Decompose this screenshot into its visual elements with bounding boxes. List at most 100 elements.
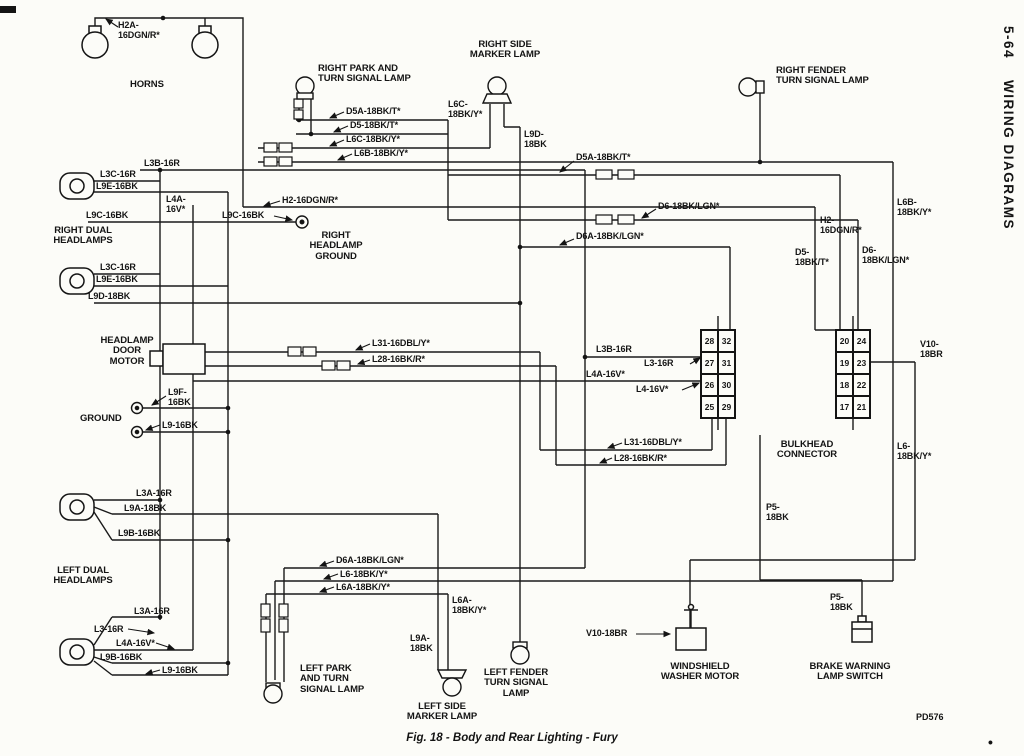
headlamp-door-motor-icon — [149, 343, 206, 375]
wire-label-l3b-grid: L3B-16R — [596, 344, 632, 354]
headlamp-icons — [59, 172, 95, 666]
wire-label-l4a-grid: L4A-16V* — [586, 369, 625, 379]
wire-label-l3a-lower: L3A-16R — [134, 606, 170, 616]
wire-label-v10-low: V10-18BR — [586, 628, 628, 638]
wire-label-l3c-lower: L3C-16R — [100, 262, 136, 272]
bulkhead-pin: 21 — [853, 396, 870, 418]
wire-label-l6a-low: L6A-18BK/Y* — [336, 582, 390, 592]
wire-label-d5a-right: D5A-18BK/T* — [576, 152, 631, 162]
right-park-turn-lamp-icon — [295, 76, 315, 100]
wire-label-l28-mid: L28-16BK/R* — [372, 354, 425, 364]
wire-label-l28-low: L28-16BK/R* — [614, 453, 667, 463]
wire-label-l6b-stack: L6B-18BK/Y* — [354, 148, 408, 158]
wire-label-l9d-marker: L9D- 18BK — [524, 129, 547, 149]
wire-label-l6-low: L6-18BK/Y* — [340, 569, 388, 579]
wire-label-l3-low: L3-16R — [94, 624, 124, 634]
figure-caption: Fig. 18 - Body and Rear Lighting - Fury — [406, 732, 618, 744]
wire-label-l9c-mid: L9C-16BK — [222, 210, 265, 220]
label-horns: HORNS — [130, 79, 164, 90]
wire-label-d6-right: D6-18BK/LGN* — [658, 201, 720, 211]
wire-label-h2-mid: H2-16DGN/R* — [282, 195, 338, 205]
wire-label-l9-mid: L9-16BK — [162, 420, 198, 430]
wire-label-l3c-upper: L3C-16R — [100, 169, 136, 179]
wire-label-l9e-lower: L9E-16BK — [96, 274, 138, 284]
wire-label-l9b-lower: L9B-16BK — [100, 652, 143, 662]
wire-label-d5a-stack: D5A-18BK/T* — [346, 106, 401, 116]
part-code: PD576 — [916, 712, 944, 722]
wire-label-l9c-left: L9C-16BK — [86, 210, 129, 220]
left-fender-turn-lamp-icon — [510, 641, 530, 665]
label-left-dual-headlamps: LEFT DUAL HEADLAMPS — [53, 565, 113, 587]
wire-label-h2a: H2A- 16DGN/R* — [118, 20, 160, 40]
wire-label-d5-stack: D5-18BK/T* — [350, 120, 399, 130]
wire-label-d6a-low: D6A-18BK/LGN* — [336, 555, 404, 565]
label-right-park-turn-lamp: RIGHT PARK AND TURN SIGNAL LAMP — [318, 63, 411, 85]
left-park-turn-lamp-icon — [263, 682, 283, 704]
label-left-park-turn-lamp: LEFT PARK AND TURN SIGNAL LAMP — [300, 663, 365, 695]
right-side-marker-lamp-icon — [481, 76, 513, 104]
wire-label-p5-low: P5- 18BK — [830, 592, 853, 612]
bulkhead-pin: 23 — [853, 352, 870, 374]
brake-warning-switch-icon — [851, 615, 873, 643]
wire-label-l9a-upper: L9A-18BK — [124, 503, 167, 513]
wire-label-l31-low: L31-16DBL/Y* — [624, 437, 682, 447]
wire-label-l9d-lower: L9D-18BK — [88, 291, 131, 301]
bulkhead-pin: 19 — [836, 352, 853, 374]
wire-label-l9e-upper: L9E-16BK — [96, 181, 138, 191]
right-headlamp-ground-icon — [295, 215, 309, 229]
junction-dots — [157, 15, 763, 666]
wire-label-l31-mid: L31-16DBL/Y* — [372, 338, 430, 348]
label-windshield-washer-motor: WINDSHIELD WASHER MOTOR — [660, 661, 740, 683]
wire-label-v10-right: V10- 18BR — [920, 339, 943, 359]
label-brake-warning-switch: BRAKE WARNING LAMP SWITCH — [809, 661, 891, 683]
bulkhead-pin: 27 — [701, 352, 718, 374]
label-right-headlamp-ground: RIGHT HEADLAMP GROUND — [309, 230, 363, 262]
bulkhead-pin: 17 — [836, 396, 853, 418]
right-fender-turn-lamp-icon — [738, 77, 765, 97]
bulkhead-grid-right: 20 24 19 23 18 22 17 21 — [835, 329, 871, 419]
page-bullet: • — [988, 734, 993, 750]
wire-label-p5-mid: P5- 18BK — [766, 502, 789, 522]
bulkhead-pin: 32 — [718, 330, 735, 352]
page-registration-mark — [0, 6, 16, 13]
wire-label-l3a-upper: L3A-16R — [136, 488, 172, 498]
label-headlamp-door-motor: HEADLAMP DOOR MOTOR — [100, 335, 154, 367]
wire-lines — [88, 17, 916, 682]
bulkhead-pin: 26 — [701, 374, 718, 396]
wire-label-l6-right: L6- 18BK/Y* — [897, 441, 932, 461]
bulkhead-pin: 31 — [718, 352, 735, 374]
wire-label-l9f: L9F- 16BK — [168, 387, 191, 407]
wire-label-l9-low: L9-16BK — [162, 665, 198, 675]
wire-label-l9b-upper: L9B-16BK — [118, 528, 161, 538]
bulkhead-pin: 22 — [853, 374, 870, 396]
bulkhead-pin: 28 — [701, 330, 718, 352]
wire-label-l3-grid: L3-16R — [644, 358, 674, 368]
windshield-washer-motor-icon — [675, 603, 707, 651]
page-side-header: 5-64 WIRING DIAGRAMS — [1001, 26, 1016, 231]
wire-label-l9a-marker: L9A- 18BK — [410, 633, 433, 653]
wire-label-d6a-mid: D6A-18BK/LGN* — [576, 231, 644, 241]
wire-label-d6-bulkhead: D6- 18BK/LGN* — [862, 245, 910, 265]
bulkhead-grid-left: 28 32 27 31 26 30 25 29 — [700, 329, 736, 419]
label-left-fender-turn-lamp: LEFT FENDER TURN SIGNAL LAMP — [483, 667, 549, 699]
left-side-marker-lamp-icon — [436, 669, 468, 697]
wire-label-h2-right: H2- 16DGN/R* — [820, 215, 862, 235]
inline-connector-icons — [260, 98, 635, 633]
bulkhead-pin: 25 — [701, 396, 718, 418]
wire-label-l4a-left: L4A- 16V* — [166, 194, 186, 214]
bulkhead-pin: 29 — [718, 396, 735, 418]
wire-label-l6b-right: L6B- 18BK/Y* — [897, 197, 932, 217]
label-right-fender-turn-lamp: RIGHT FENDER TURN SIGNAL LAMP — [776, 65, 869, 87]
wire-label-l6a-marker: L6A- 18BK/Y* — [452, 595, 487, 615]
ground-icons — [130, 401, 144, 439]
label-right-dual-headlamps: RIGHT DUAL HEADLAMPS — [53, 225, 113, 247]
wire-label-l4-grid: L4-16V* — [636, 384, 669, 394]
bulkhead-pin: 24 — [853, 330, 870, 352]
label-right-side-marker-lamp: RIGHT SIDE MARKER LAMP — [469, 39, 541, 61]
label-left-side-marker-lamp: LEFT SIDE MARKER LAMP — [406, 701, 478, 723]
wire-label-d5-bulkhead: D5- 18BK/T* — [795, 247, 829, 267]
wire-label-l3b-left: L3B-16R — [144, 158, 180, 168]
label-arrows — [105, 18, 701, 676]
